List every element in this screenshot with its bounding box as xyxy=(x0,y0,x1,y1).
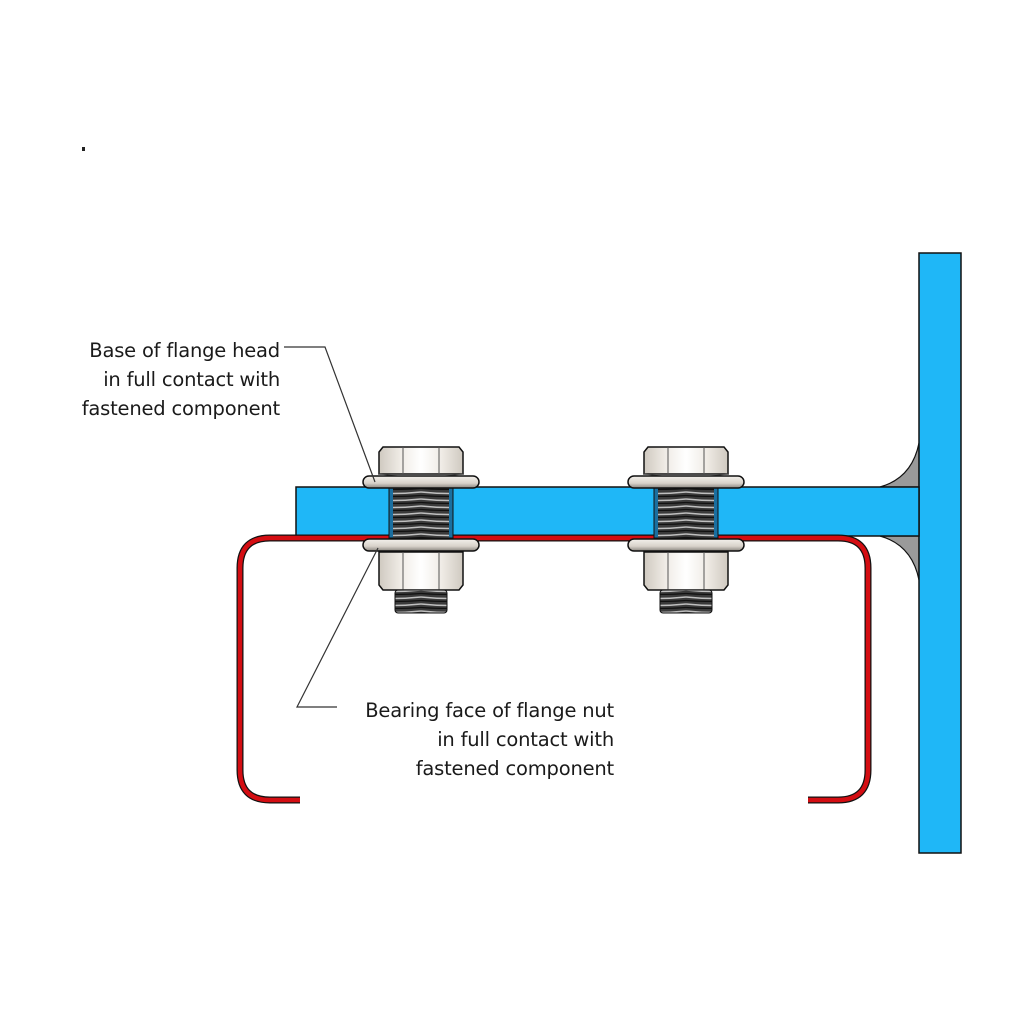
callout-line: fastened component xyxy=(81,397,280,420)
flange-nut xyxy=(643,551,729,591)
weld-top xyxy=(879,442,920,488)
callout-line: Bearing face of flange nut xyxy=(365,699,614,722)
bolt-shank-threads xyxy=(393,488,449,538)
callout-flange-head: Base of flange head in full contact with… xyxy=(82,336,280,423)
bolt-shank-threads xyxy=(658,488,714,538)
bolt-assembly-1 xyxy=(362,446,480,614)
stray-mark xyxy=(82,147,85,151)
bolt-tail-threads xyxy=(659,589,713,614)
weld-bottom xyxy=(879,535,920,581)
head-flange xyxy=(627,475,745,489)
leader-line-flange-nut xyxy=(296,547,379,708)
bolt-tail-threads xyxy=(394,589,448,614)
flange-nut xyxy=(378,551,464,591)
bolt-head xyxy=(643,446,729,475)
bolt-head xyxy=(378,446,464,475)
nut-flange xyxy=(627,538,745,552)
callout-line: in full contact with xyxy=(437,728,614,751)
bolt-assembly-2 xyxy=(627,446,745,614)
head-flange xyxy=(362,475,480,489)
vertical-post xyxy=(918,252,962,854)
callout-line: Base of flange head xyxy=(89,339,280,362)
leader-line-flange-head xyxy=(284,346,376,483)
callout-line: in full contact with xyxy=(103,368,280,391)
c-channel xyxy=(236,534,872,804)
nut-flange xyxy=(362,538,480,552)
callout-line: fastened component xyxy=(415,757,614,780)
callout-flange-nut: Bearing face of flange nut in full conta… xyxy=(365,696,614,783)
